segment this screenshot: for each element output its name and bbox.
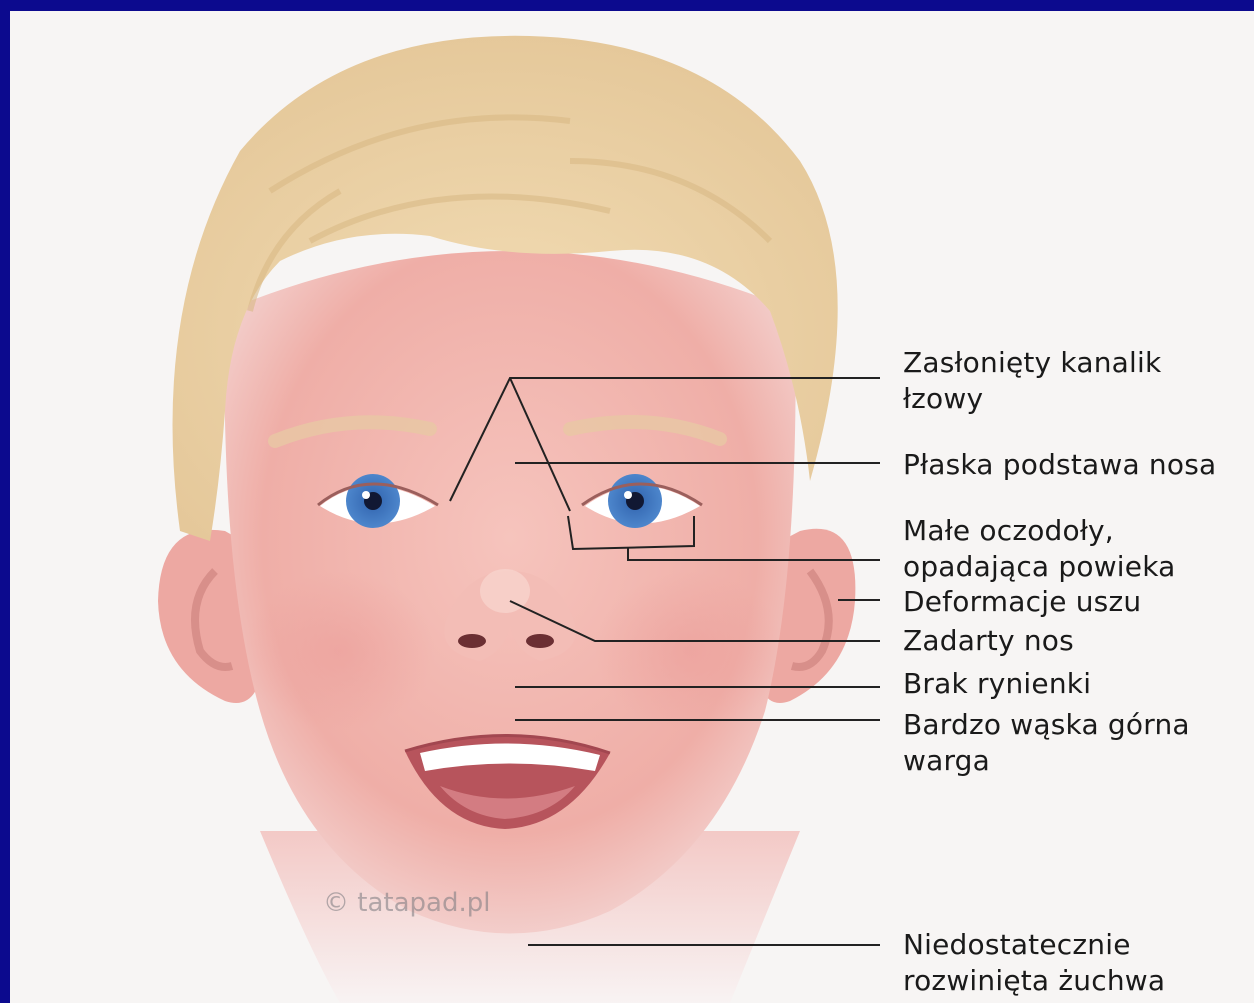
label-thin-upper-lip: Bardzo wąska górna warga xyxy=(903,707,1190,779)
label-ear-deformities: Deformacje uszu xyxy=(903,584,1141,620)
label-upturned-nose: Zadarty nos xyxy=(903,623,1074,659)
label-underdeveloped-jaw: Niedostatecznie rozwinięta żuchwa xyxy=(903,927,1165,999)
label-small-eye-sockets: Małe oczodoły, opadająca powieka xyxy=(903,513,1175,585)
diagram-frame: Zasłonięty kanalik łzowy Płaska podstawa… xyxy=(10,11,1254,1003)
watermark: © tatapad.pl xyxy=(323,888,490,918)
right-cheek xyxy=(595,571,785,731)
label-flat-nasal-bridge: Płaska podstawa nosa xyxy=(903,447,1216,483)
left-cheek xyxy=(245,571,435,731)
label-no-philtrum: Brak rynienki xyxy=(903,666,1091,702)
label-tear-duct: Zasłonięty kanalik łzowy xyxy=(903,345,1161,417)
face-illustration xyxy=(10,11,1254,1003)
